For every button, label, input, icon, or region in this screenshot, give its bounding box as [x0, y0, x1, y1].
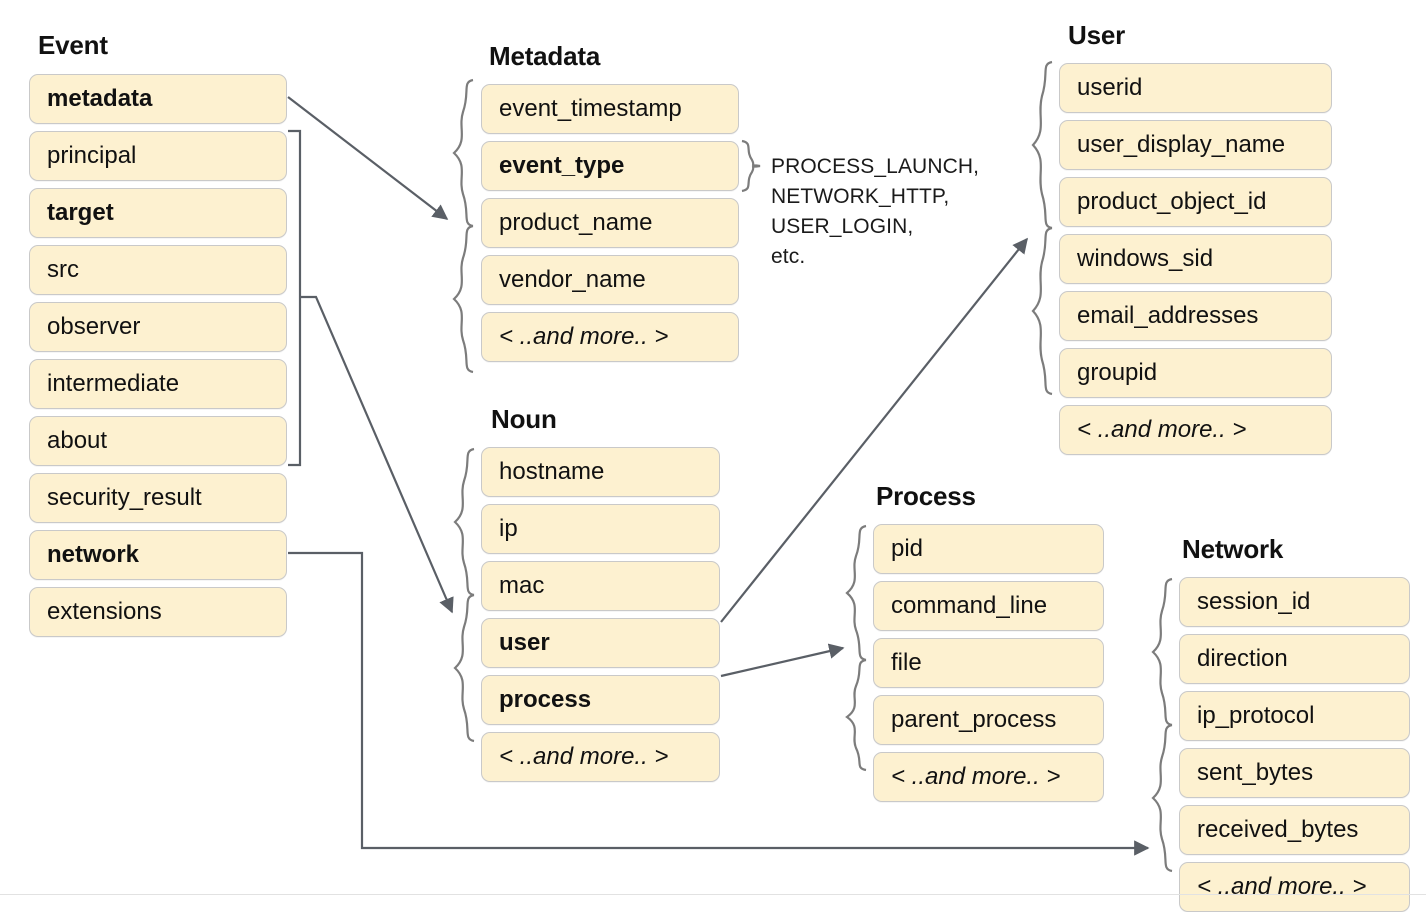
field-network-5[interactable]: received_bytes	[1179, 805, 1410, 855]
field-event-3[interactable]: target	[29, 188, 287, 238]
field-network-2[interactable]: direction	[1179, 634, 1410, 684]
field-event-8[interactable]: security_result	[29, 473, 287, 523]
group-title-user: User	[1068, 20, 1126, 50]
group-title-process: Process	[876, 481, 976, 511]
brace-network	[1151, 577, 1173, 873]
bottom-divider	[0, 894, 1426, 895]
group-title-metadata: Metadata	[489, 41, 601, 71]
brace-process	[845, 524, 867, 772]
field-user-7[interactable]: < ..and more.. >	[1059, 405, 1332, 455]
brace-user	[1031, 60, 1053, 396]
field-process-3[interactable]: file	[873, 638, 1104, 688]
field-user-1[interactable]: userid	[1059, 63, 1332, 113]
field-event-7[interactable]: about	[29, 416, 287, 466]
field-user-3[interactable]: product_object_id	[1059, 177, 1332, 227]
arrow-event-nouns-to-noun-group	[300, 295, 454, 614]
field-process-4[interactable]: parent_process	[873, 695, 1104, 745]
field-user-2[interactable]: user_display_name	[1059, 120, 1332, 170]
field-event-10[interactable]: extensions	[29, 587, 287, 637]
field-event-6[interactable]: intermediate	[29, 359, 287, 409]
field-network-4[interactable]: sent_bytes	[1179, 748, 1410, 798]
field-noun-1[interactable]: hostname	[481, 447, 720, 497]
group-title-noun: Noun	[491, 404, 557, 434]
field-process-5[interactable]: < ..and more.. >	[873, 752, 1104, 802]
group-title-network: Network	[1182, 534, 1284, 564]
field-metadata-2[interactable]: event_type	[481, 141, 739, 191]
field-event-4[interactable]: src	[29, 245, 287, 295]
brace-event-type	[741, 139, 761, 193]
field-user-6[interactable]: groupid	[1059, 348, 1332, 398]
field-network-1[interactable]: session_id	[1179, 577, 1410, 627]
brace-metadata	[452, 78, 474, 374]
field-noun-6[interactable]: < ..and more.. >	[481, 732, 720, 782]
field-user-5[interactable]: email_addresses	[1059, 291, 1332, 341]
field-process-1[interactable]: pid	[873, 524, 1104, 574]
field-event-9[interactable]: network	[29, 530, 287, 580]
field-metadata-1[interactable]: event_timestamp	[481, 84, 739, 134]
field-network-6[interactable]: < ..and more.. >	[1179, 862, 1410, 912]
field-noun-5[interactable]: process	[481, 675, 720, 725]
field-event-5[interactable]: observer	[29, 302, 287, 352]
brace-noun	[453, 447, 475, 743]
arrow-noun-process-to-process-group	[720, 643, 845, 678]
field-noun-3[interactable]: mac	[481, 561, 720, 611]
group-title-event: Event	[38, 30, 108, 60]
field-metadata-3[interactable]: product_name	[481, 198, 739, 248]
field-noun-4[interactable]: user	[481, 618, 720, 668]
field-network-3[interactable]: ip_protocol	[1179, 691, 1410, 741]
annotation-event-type-values: PROCESS_LAUNCH, NETWORK_HTTP, USER_LOGIN…	[771, 155, 980, 268]
field-event-1[interactable]: metadata	[29, 74, 287, 124]
field-event-2[interactable]: principal	[29, 131, 287, 181]
field-metadata-4[interactable]: vendor_name	[481, 255, 739, 305]
bracket-event-nouns	[288, 129, 302, 467]
arrow-metadata-to-metadata-group	[287, 96, 449, 220]
field-metadata-5[interactable]: < ..and more.. >	[481, 312, 739, 362]
field-process-2[interactable]: command_line	[873, 581, 1104, 631]
field-noun-2[interactable]: ip	[481, 504, 720, 554]
field-user-4[interactable]: windows_sid	[1059, 234, 1332, 284]
